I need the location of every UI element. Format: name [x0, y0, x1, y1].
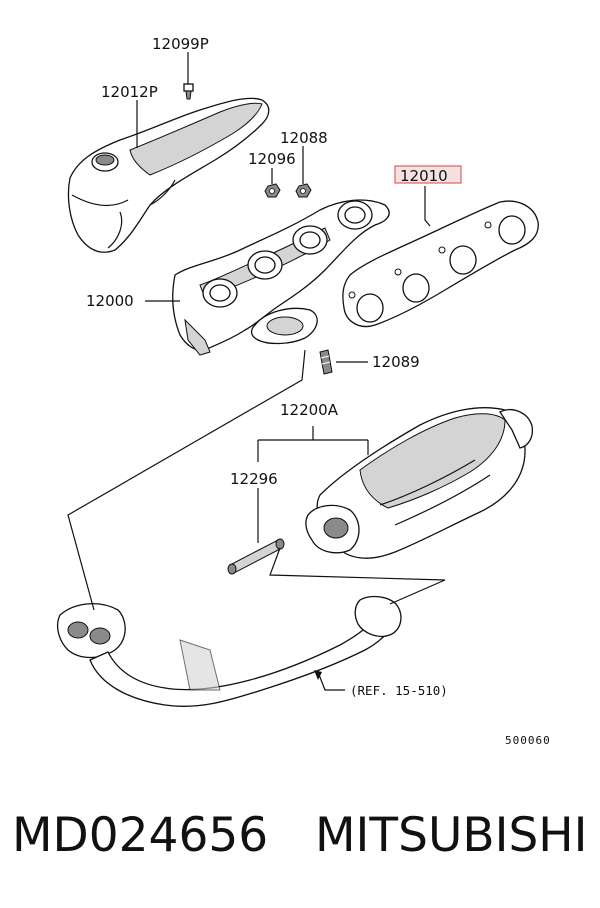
nut-12096-part[interactable] — [264, 183, 281, 198]
stud-12296-part[interactable] — [227, 538, 285, 575]
catalytic-converter-part[interactable] — [305, 407, 534, 559]
callout-12088: 12088 — [280, 129, 328, 147]
nut-12088-part[interactable] — [295, 183, 312, 198]
highlight-box-12010 — [394, 165, 462, 184]
callout-12096: 12096 — [248, 150, 296, 168]
stud-12089-part[interactable] — [319, 349, 333, 375]
manifold-gasket-part[interactable] — [342, 200, 539, 328]
bolt-12099p-part[interactable] — [183, 83, 194, 100]
reference-label: (REF. 15-510) — [350, 683, 448, 698]
callout-12010: 12010 — [400, 167, 448, 185]
callout-12089: 12089 — [372, 353, 420, 371]
part-number: MD024656 — [12, 808, 269, 863]
exhaust-manifold-part[interactable] — [172, 199, 390, 356]
callout-12012p: 12012P — [101, 83, 158, 101]
callout-12296: 12296 — [230, 470, 278, 488]
footer-caption: MD024656 MITSUBISHI — [0, 800, 600, 880]
brand-name: MITSUBISHI — [315, 808, 588, 863]
diagram-code: 500060 — [505, 734, 551, 747]
callout-12200a: 12200A — [280, 401, 339, 419]
front-exhaust-pipe-part[interactable] — [57, 595, 402, 707]
callout-12099p: 12099P — [152, 35, 209, 53]
exhaust-manifold-diagram: 12099P 12012P 12088 12096 12010 12000 12… — [57, 35, 551, 747]
callout-12000: 12000 — [86, 292, 134, 310]
heat-shield-part[interactable] — [67, 97, 270, 253]
